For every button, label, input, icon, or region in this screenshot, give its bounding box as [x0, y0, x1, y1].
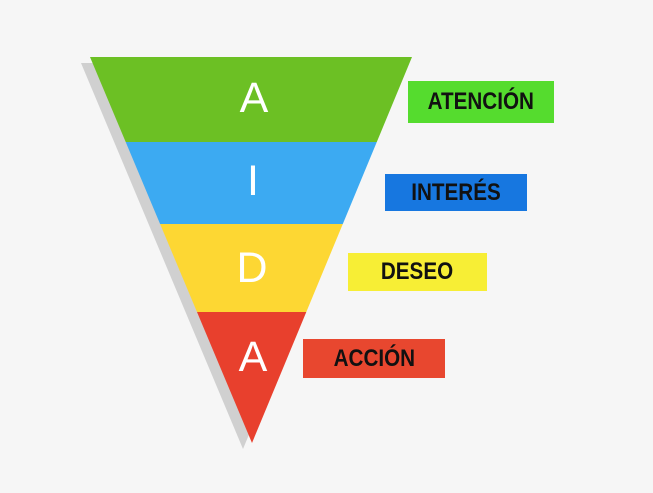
- label-action-text: ACCIÓN: [333, 344, 415, 372]
- funnel-letter-interest: I: [247, 157, 259, 205]
- funnel-letter-desire: D: [236, 244, 267, 292]
- label-interest-text: INTERÉS: [411, 178, 501, 206]
- funnel-segment-desire: [160, 224, 343, 312]
- funnel-segment-attention: [90, 57, 412, 142]
- label-attention-text: ATENCIÓN: [427, 88, 535, 115]
- funnel-letter-attention: A: [240, 74, 269, 122]
- funnel-segment-interest: [125, 142, 377, 224]
- label-interest: INTERÉS: [385, 174, 527, 211]
- label-attention: ATENCIÓN: [408, 81, 554, 123]
- funnel-letter-action: A: [239, 333, 268, 381]
- label-action: ACCIÓN: [303, 339, 445, 378]
- label-desire: DESEO: [348, 253, 487, 291]
- label-desire-text: DESEO: [381, 258, 454, 285]
- funnel-segment-action: [197, 312, 307, 443]
